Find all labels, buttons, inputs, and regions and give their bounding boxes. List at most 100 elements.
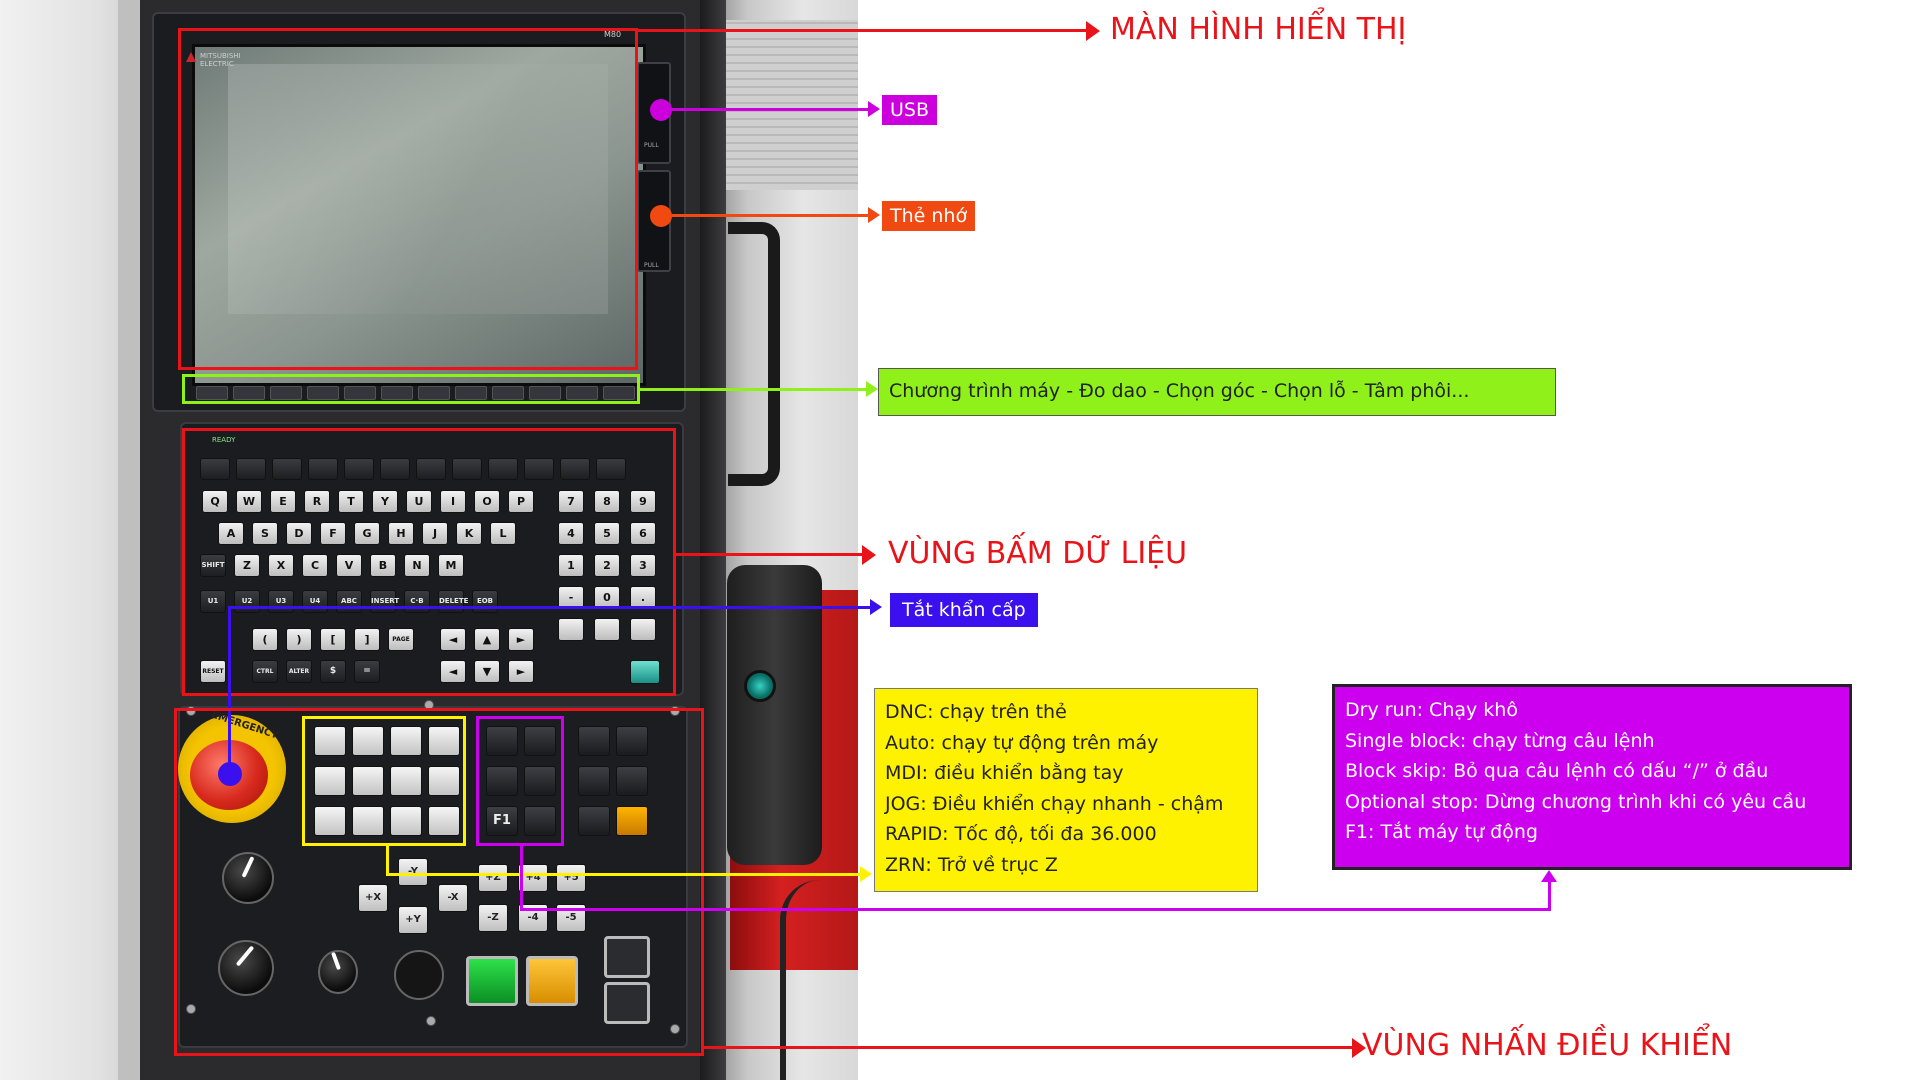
- spindle-override-knob[interactable]: [318, 950, 358, 994]
- function-key[interactable]: [380, 458, 410, 480]
- function-key[interactable]: [416, 458, 446, 480]
- function-key[interactable]: [488, 458, 518, 480]
- key-l[interactable]: L: [490, 522, 516, 545]
- softkey-button[interactable]: [344, 386, 376, 400]
- mode-key[interactable]: [314, 806, 346, 836]
- key-bracket[interactable]: ]: [354, 628, 380, 651]
- numpad-key-7[interactable]: 7: [558, 490, 584, 513]
- function-key[interactable]: [308, 458, 338, 480]
- numpad-key-9[interactable]: 9: [630, 490, 656, 513]
- cursor-key[interactable]: ▲: [474, 628, 500, 651]
- mode-key[interactable]: [352, 766, 384, 796]
- axis-key-plusx[interactable]: +X: [358, 884, 388, 912]
- softkey-button[interactable]: [196, 386, 228, 400]
- softkey-button[interactable]: [566, 386, 598, 400]
- function-key[interactable]: [200, 458, 230, 480]
- aux-key[interactable]: [616, 766, 648, 796]
- key-cb[interactable]: C·B: [404, 590, 430, 613]
- key-bracket[interactable]: [: [320, 628, 346, 651]
- numpad-key[interactable]: [558, 618, 584, 641]
- key-shift[interactable]: SHIFT: [200, 554, 226, 577]
- softkey-button[interactable]: [455, 386, 487, 400]
- softkey-button[interactable]: [270, 386, 302, 400]
- cursor-key[interactable]: ◄: [440, 628, 466, 651]
- key-b[interactable]: B: [370, 554, 396, 577]
- key-h[interactable]: H: [388, 522, 414, 545]
- cursor-key[interactable]: ►: [508, 628, 534, 651]
- key-insert[interactable]: INSERT: [370, 590, 399, 613]
- key-abc[interactable]: ABC: [336, 590, 362, 613]
- numpad-key-8[interactable]: 8: [594, 490, 620, 513]
- function-key[interactable]: [344, 458, 374, 480]
- rapid-override-knob[interactable]: [218, 940, 274, 996]
- function-mode-key[interactable]: [524, 726, 556, 756]
- mode-key[interactable]: [352, 806, 384, 836]
- key-u3[interactable]: U3: [268, 590, 294, 613]
- key-d[interactable]: D: [286, 522, 312, 545]
- aux-key[interactable]: [578, 726, 610, 756]
- axis-key-minusy[interactable]: -Y: [398, 858, 428, 886]
- key-n[interactable]: N: [404, 554, 430, 577]
- key-delete[interactable]: DELETE: [438, 590, 468, 613]
- mode-key[interactable]: [428, 766, 460, 796]
- mode-key[interactable]: [314, 726, 346, 756]
- key-m[interactable]: M: [438, 554, 464, 577]
- axis-key-minusz[interactable]: -Z: [478, 904, 508, 932]
- function-key[interactable]: [560, 458, 590, 480]
- key-bracket[interactable]: (: [252, 628, 278, 651]
- function-mode-key[interactable]: F1: [486, 806, 518, 836]
- function-key[interactable]: [272, 458, 302, 480]
- function-key[interactable]: [452, 458, 482, 480]
- key-reset[interactable]: RESET: [200, 660, 226, 683]
- key-q[interactable]: Q: [202, 490, 228, 513]
- aux-key[interactable]: [616, 806, 648, 836]
- key-o[interactable]: O: [474, 490, 500, 513]
- key-t[interactable]: T: [338, 490, 364, 513]
- key-ctrl[interactable]: CTRL: [252, 660, 278, 683]
- softkey-button[interactable]: [492, 386, 524, 400]
- cursor-key[interactable]: ◄: [440, 660, 466, 683]
- spindle-button[interactable]: [604, 936, 650, 978]
- key-g[interactable]: G: [354, 522, 380, 545]
- numpad-key[interactable]: [630, 618, 656, 641]
- key-[interactable]: =: [354, 660, 380, 683]
- numpad-key-4[interactable]: 4: [558, 522, 584, 545]
- key-u2[interactable]: U2: [234, 590, 260, 613]
- key-eob[interactable]: EOB: [472, 590, 498, 613]
- axis-key-plusz[interactable]: +Z: [478, 864, 508, 892]
- key-y[interactable]: Y: [372, 490, 398, 513]
- numpad-key[interactable]: [594, 618, 620, 641]
- mode-key[interactable]: [390, 726, 422, 756]
- mode-key[interactable]: [314, 766, 346, 796]
- function-mode-key[interactable]: [486, 726, 518, 756]
- key-bracket[interactable]: PAGE: [388, 628, 414, 651]
- key-[interactable]: $: [320, 660, 346, 683]
- numpad-key-0[interactable]: 0: [594, 586, 620, 609]
- key-e[interactable]: E: [270, 490, 296, 513]
- cycle-start-button[interactable]: [466, 956, 518, 1006]
- mode-key[interactable]: [390, 806, 422, 836]
- key-x[interactable]: X: [268, 554, 294, 577]
- mode-key[interactable]: [428, 806, 460, 836]
- axis-key-plus4[interactable]: +4: [518, 864, 548, 892]
- mode-key[interactable]: [352, 726, 384, 756]
- key-s[interactable]: S: [252, 522, 278, 545]
- aux-key[interactable]: [578, 766, 610, 796]
- softkey-button[interactable]: [381, 386, 413, 400]
- key-r[interactable]: R: [304, 490, 330, 513]
- cursor-key[interactable]: ▼: [474, 660, 500, 683]
- cursor-key[interactable]: ►: [508, 660, 534, 683]
- softkey-button[interactable]: [233, 386, 265, 400]
- key-v[interactable]: V: [336, 554, 362, 577]
- axis-key-plus5[interactable]: +5: [556, 864, 586, 892]
- key-j[interactable]: J: [422, 522, 448, 545]
- key-w[interactable]: W: [236, 490, 262, 513]
- numpad-key-6[interactable]: 6: [630, 522, 656, 545]
- softkey-button[interactable]: [529, 386, 561, 400]
- key-i[interactable]: I: [440, 490, 466, 513]
- function-mode-key[interactable]: [486, 766, 518, 796]
- key-u[interactable]: U: [406, 490, 432, 513]
- key-u1[interactable]: U1: [200, 590, 226, 613]
- axis-key-minusx[interactable]: -X: [438, 884, 468, 912]
- numpad-key-2[interactable]: 2: [594, 554, 620, 577]
